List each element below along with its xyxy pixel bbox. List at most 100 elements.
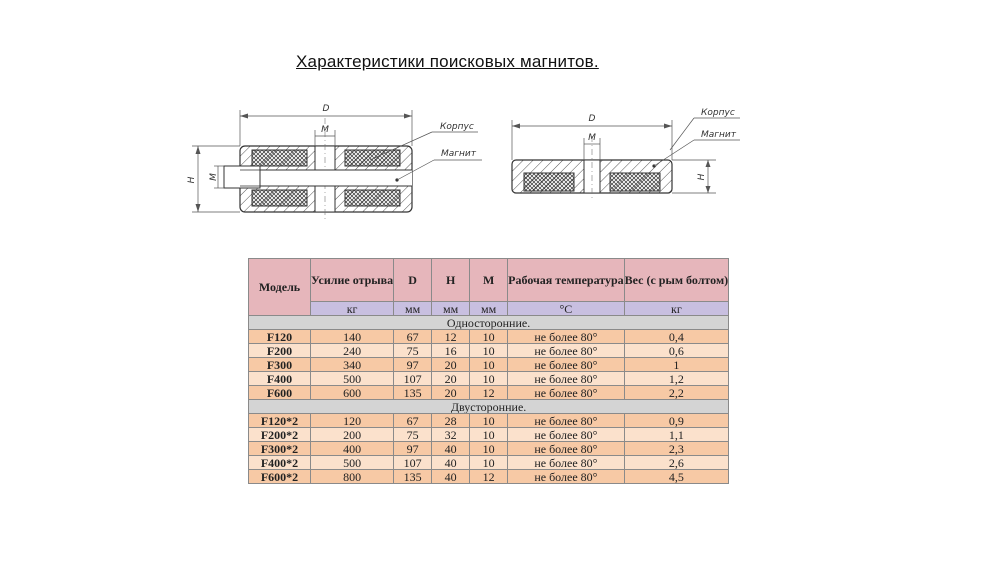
cell-model: F120*2 [248, 413, 311, 428]
unit-cell: мм [431, 301, 471, 316]
col-header-m: M [469, 258, 509, 302]
cell-m: 10 [469, 427, 509, 442]
cell-temp: не более 80° [507, 385, 625, 400]
cell-temp: не более 80° [507, 357, 625, 372]
cell-m: 10 [469, 343, 509, 358]
unit-cell: мм [393, 301, 433, 316]
magnet-insert [523, 172, 575, 192]
single-sided-magnet-drawing: D M H Корпус Магнит [511, 108, 740, 200]
cell-m: 10 [469, 413, 509, 428]
side-m-dimension-label: M [209, 173, 219, 181]
cell-d: 75 [393, 343, 433, 358]
magnet-insert [251, 189, 308, 207]
cell-force: 240 [309, 343, 395, 358]
magnet-insert [344, 149, 401, 167]
col-header-d: D [393, 258, 433, 302]
cell-temp: не более 80° [507, 329, 625, 344]
cell-d: 135 [393, 469, 433, 484]
cell-d: 67 [393, 413, 433, 428]
cell-d: 75 [393, 427, 433, 442]
section-title: Двусторонние. [247, 399, 730, 414]
cell-model: F200 [248, 343, 311, 358]
page-title: Характеристики поисковых магнитов. [296, 52, 599, 71]
col-header-temp: Рабочая температура [507, 258, 625, 302]
cell-weight: 1 [623, 357, 730, 372]
units-row: кг мм мм мм °С кг [249, 301, 730, 316]
cell-d: 97 [393, 441, 433, 456]
cell-weight: 2,3 [623, 441, 730, 456]
unit-cell: кг [309, 301, 395, 316]
m-dimension-label: M [321, 125, 329, 135]
cell-force: 800 [309, 469, 395, 484]
cell-h: 40 [431, 441, 471, 456]
cell-d: 135 [393, 385, 433, 400]
cell-temp: не более 80° [507, 343, 625, 358]
cell-weight: 0,6 [623, 343, 730, 358]
section-row: Односторонние. [247, 315, 730, 330]
cell-temp: не более 80° [507, 469, 625, 484]
cell-weight: 0,4 [623, 329, 730, 344]
cell-force: 500 [309, 371, 395, 386]
cell-m: 12 [469, 469, 509, 484]
cell-h: 40 [431, 455, 471, 470]
cell-model: F400*2 [248, 455, 311, 470]
d-dimension-label: D [589, 114, 596, 124]
cell-force: 140 [309, 329, 395, 344]
cell-weight: 4,5 [623, 469, 730, 484]
section-row: Двусторонние. [247, 399, 730, 414]
magnet-insert [609, 172, 661, 192]
d-dimension-label: D [323, 104, 330, 114]
unit-cell: кг [623, 301, 730, 316]
cell-model: F300 [248, 357, 311, 372]
cell-model: F300*2 [248, 441, 311, 456]
col-header-force: Усилие отрыва [309, 258, 395, 302]
body-callout-label: Корпус [440, 122, 474, 132]
cell-m: 10 [469, 441, 509, 456]
h-dimension-label: H [187, 176, 197, 183]
double-sided-magnet-drawing: D M H M Корпус Магнит [187, 104, 482, 222]
magnet-insert [344, 189, 401, 207]
unit-cell: мм [469, 301, 509, 316]
cell-model: F600*2 [248, 469, 311, 484]
cell-weight: 0,9 [623, 413, 730, 428]
cell-h: 28 [431, 413, 471, 428]
col-header-model: Модель [248, 258, 311, 316]
cell-force: 400 [309, 441, 395, 456]
cell-weight: 2,2 [623, 385, 730, 400]
cell-d: 97 [393, 357, 433, 372]
col-header-h: H [431, 258, 471, 302]
unit-cell: °С [507, 301, 625, 316]
cell-d: 107 [393, 371, 433, 386]
cell-weight: 2,6 [623, 455, 730, 470]
cell-force: 500 [309, 455, 395, 470]
cell-h: 16 [431, 343, 471, 358]
cell-d: 107 [393, 455, 433, 470]
cell-m: 12 [469, 385, 509, 400]
specs-table: Модель Усилие отрыва D H M Рабочая темпе… [247, 258, 730, 484]
cell-temp: не более 80° [507, 455, 625, 470]
cell-m: 10 [469, 357, 509, 372]
cell-temp: не более 80° [507, 427, 625, 442]
cell-force: 200 [309, 427, 395, 442]
cell-m: 10 [469, 455, 509, 470]
cell-temp: не более 80° [507, 371, 625, 386]
cell-force: 600 [309, 385, 395, 400]
cell-force: 120 [309, 413, 395, 428]
cell-force: 340 [309, 357, 395, 372]
cell-h: 40 [431, 469, 471, 484]
cell-h: 20 [431, 371, 471, 386]
cell-weight: 1,1 [623, 427, 730, 442]
cell-m: 10 [469, 329, 509, 344]
m-dimension-label: M [588, 133, 596, 143]
cell-model: F200*2 [248, 427, 311, 442]
cell-temp: не более 80° [507, 441, 625, 456]
